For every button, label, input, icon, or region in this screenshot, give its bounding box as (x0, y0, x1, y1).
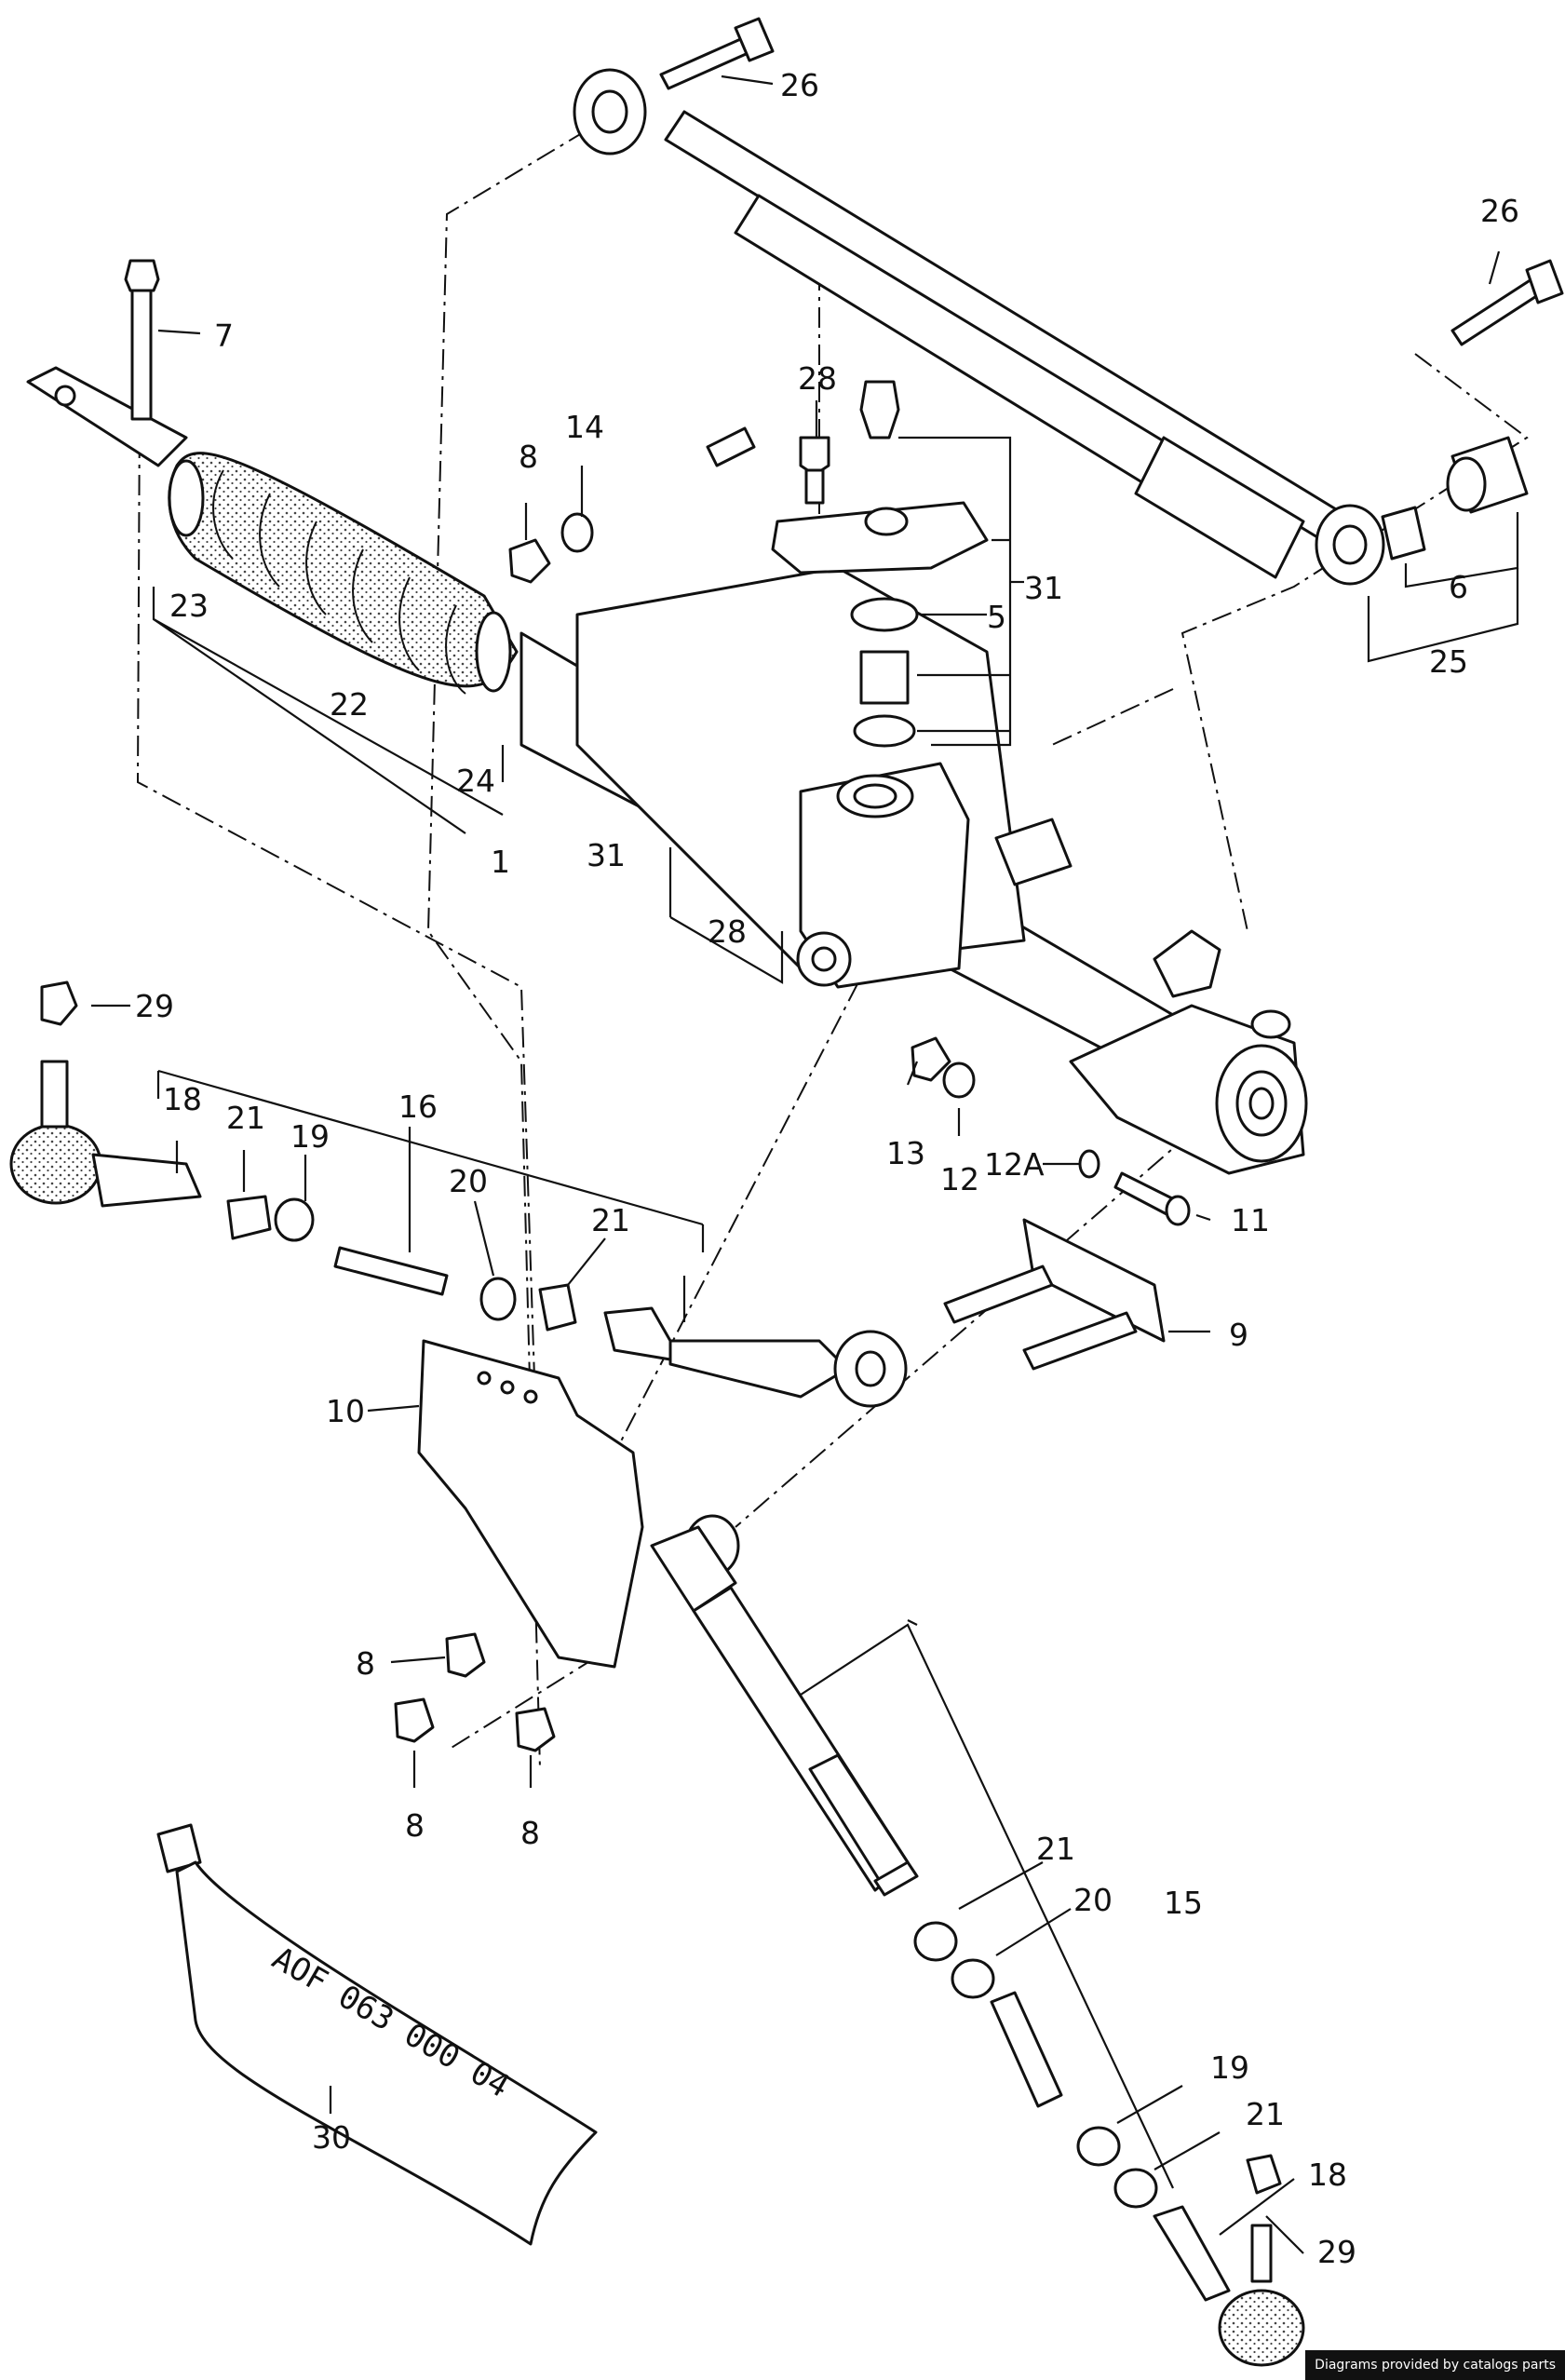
callout-7: 7 (214, 318, 234, 354)
steering-rack (26, 366, 1308, 1175)
callout-24: 24 (456, 763, 495, 799)
callout-10: 10 (326, 1393, 365, 1429)
hardware (40, 259, 1191, 1226)
credit-banner: Diagrams provided by catalogs parts (1305, 2350, 1565, 2380)
callout-8-c: 8 (520, 1815, 540, 1851)
callout-21-right-b: 21 (1246, 2096, 1285, 2132)
callout-31-right: 31 (1024, 570, 1063, 606)
callout-21-mid: 21 (591, 1202, 630, 1238)
callout-22: 22 (330, 686, 369, 723)
callout-11: 11 (1231, 1202, 1270, 1238)
callout-28-top: 28 (798, 360, 837, 397)
callout-30: 30 (312, 2119, 351, 2156)
callout-29-right: 29 (1317, 2234, 1356, 2270)
callout-16: 16 (398, 1089, 438, 1125)
callout-15: 15 (1164, 1885, 1203, 1921)
right-tie-rod (650, 1514, 1305, 2367)
callout-1: 1 (491, 844, 510, 880)
tie-bar (573, 17, 1564, 586)
callout-8-b: 8 (405, 1807, 425, 1844)
callout-8-a: 8 (356, 1645, 375, 1682)
callout-9: 9 (1229, 1317, 1248, 1353)
callout-28-mid: 28 (708, 913, 747, 950)
callout-8-top: 8 (519, 439, 538, 475)
callout-23: 23 (169, 588, 209, 624)
callout-19-right: 19 (1210, 2049, 1249, 2086)
callout-labels: 26 26 7 28 8 14 31 5 6 25 23 22 24 1 31 … (135, 67, 1519, 2270)
callout-12: 12 (940, 1161, 979, 1197)
callout-12A: 12A (984, 1146, 1045, 1183)
callout-21-right-a: 21 (1036, 1831, 1075, 1867)
callout-13: 13 (886, 1135, 925, 1171)
callout-31-mid: 31 (587, 837, 626, 873)
callout-14: 14 (565, 409, 604, 445)
callout-19-left: 19 (290, 1118, 330, 1155)
callout-20-right: 20 (1073, 1882, 1113, 1918)
callout-5: 5 (987, 599, 1006, 635)
callout-21-left: 21 (226, 1100, 265, 1136)
callout-29-left: 29 (135, 988, 174, 1024)
callout-26-right: 26 (1480, 193, 1519, 229)
callout-18-left: 18 (163, 1081, 202, 1117)
alignment-lines (136, 129, 1529, 1770)
callout-25: 25 (1429, 643, 1468, 680)
brackets (394, 1218, 1166, 1752)
left-tie-rod (9, 1060, 908, 1408)
grease-tube: AOF 063 000 04 (156, 1823, 598, 2246)
callout-20-left: 20 (449, 1163, 488, 1199)
callout-18-right: 18 (1308, 2157, 1347, 2193)
leaders (91, 74, 1519, 2254)
callout-26-top: 26 (780, 67, 819, 103)
callout-6: 6 (1449, 569, 1468, 605)
